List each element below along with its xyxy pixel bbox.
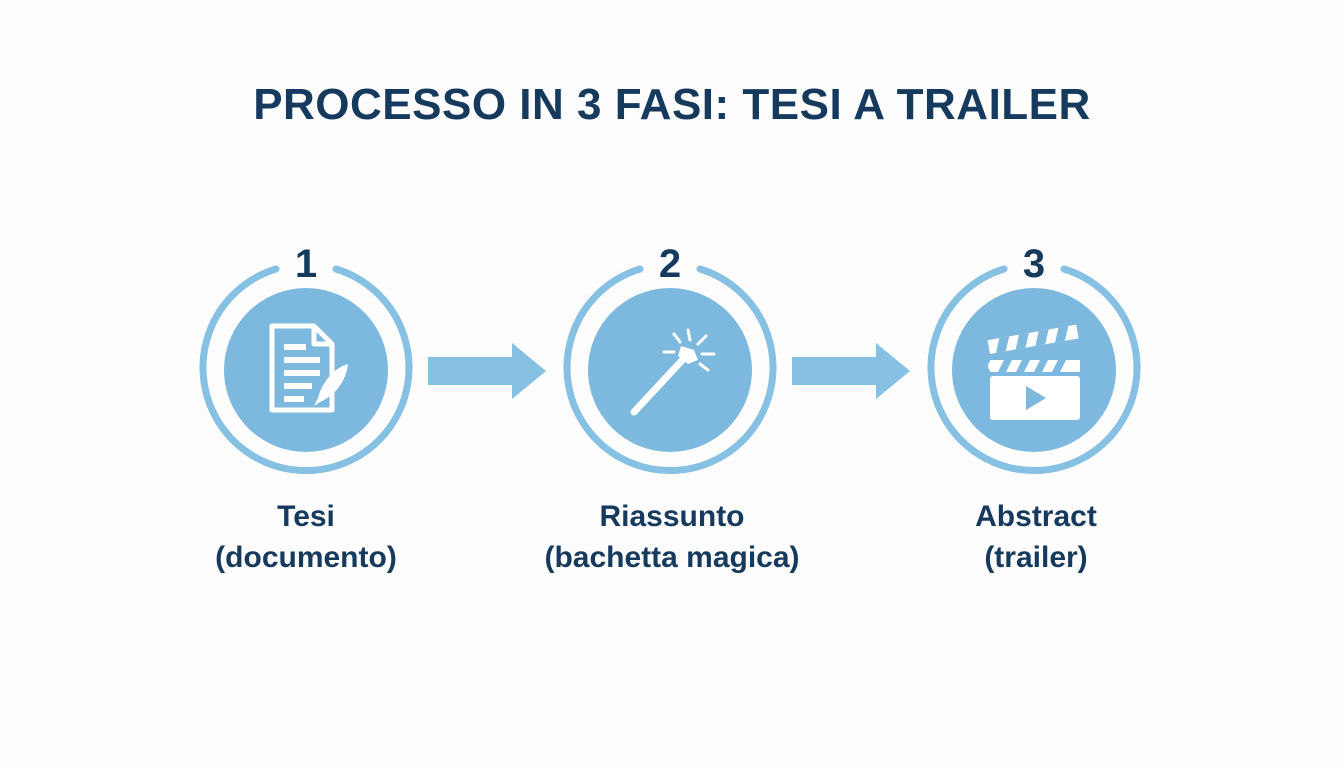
diagram-title: PROCESSO IN 3 FASI: TESI A TRAILER [253,80,1091,129]
step-2-title: Riassunto [599,500,745,533]
arrow-2-to-3 [792,343,910,399]
step-2-number: 2 [658,242,682,286]
step-3: 3 [924,240,1164,480]
step-1-number: 1 [294,242,318,286]
step-3-title: Abstract [975,500,1097,533]
magic-wand-icon [630,328,716,416]
step-3-subtitle: (trailer) [984,541,1088,574]
step-3-ring [927,265,1141,475]
step-3-number: 3 [1022,242,1046,286]
step-2-label: Riassunto (bachetta magica) [512,496,832,578]
step-1-subtitle: (documento) [215,541,397,574]
step-2-subtitle: (bachetta magica) [544,541,800,574]
step-1-label: Tesi (documento) [146,496,466,578]
step-3-label: Abstract (trailer) [876,496,1196,578]
step-1-ring [199,265,413,475]
clapperboard-icon [987,324,1080,420]
step-1-title: Tesi [277,500,335,533]
arrow-1-to-2 [428,343,546,399]
step-1: 1 [196,240,436,480]
step-2: 2 [560,240,800,480]
step-2-ring [563,265,777,475]
